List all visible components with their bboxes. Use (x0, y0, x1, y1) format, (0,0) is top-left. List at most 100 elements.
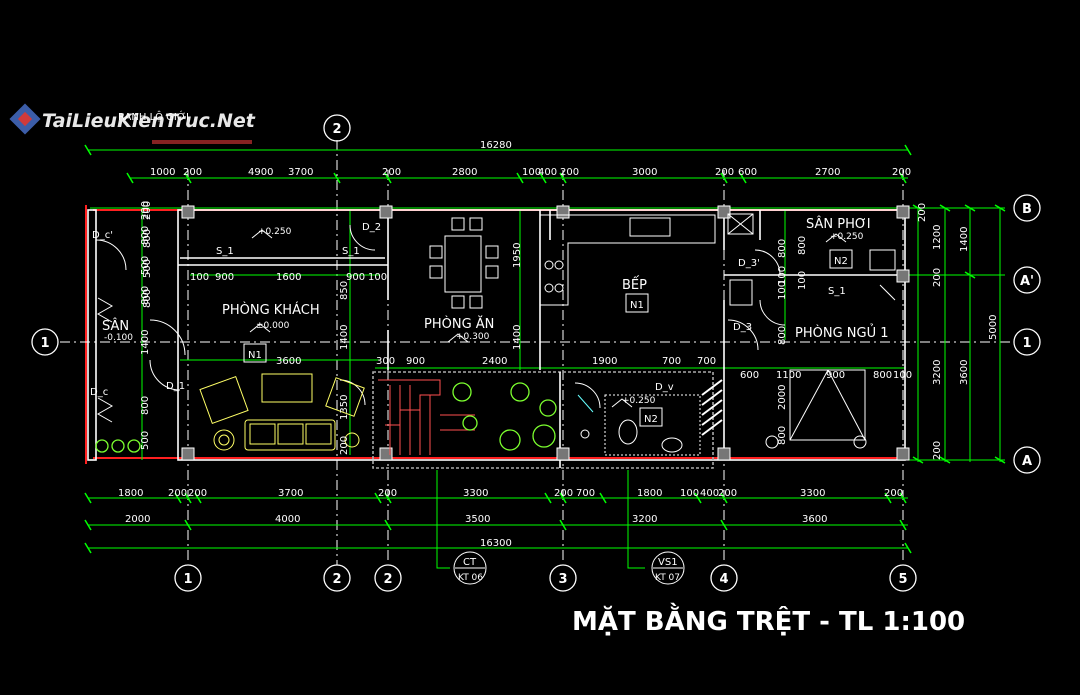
grid-col-bubble-2-circle (374, 564, 402, 592)
dim-inner-6: 900 (406, 356, 425, 367)
dim-col-11: 100 (777, 266, 788, 285)
dim-top-4: 200 (382, 167, 401, 178)
watermark-text: TaiLieuKienTruc.Net (42, 110, 256, 132)
dim-bottom1-5: 3300 (463, 488, 488, 499)
level-wc: +0.250 (622, 396, 656, 406)
dim-inner-0: 100 (190, 272, 209, 283)
grid-col-bubble-0: 1 (183, 572, 192, 587)
dim-inner-15: 100 (893, 370, 912, 381)
dim-inner-5: 300 (376, 356, 395, 367)
drawing-title: MẶT BẰNG TRỆT - TL 1:100 (572, 601, 965, 637)
watermark-underline (152, 140, 252, 144)
dim-left-4: 1400 (140, 330, 151, 355)
grid-row-bubble-3: 1 (40, 336, 49, 351)
section-mark-vs1-top: VS1 (658, 557, 678, 568)
room-label-dining: PHÒNG ĂN (424, 316, 494, 332)
dim-inner-8: 1900 (592, 356, 617, 367)
front-wall (87, 209, 97, 461)
dim-top-5: 2800 (452, 167, 477, 178)
dim-col-15: 100 (777, 281, 788, 300)
dim-col-10: 800 (777, 239, 788, 258)
section-mark-ct-bottom: KT 06 (458, 573, 483, 583)
bed (765, 249, 896, 449)
dim-bottom2-1: 4000 (275, 514, 300, 525)
dim-overall-bottom: 16300 (480, 538, 512, 549)
dim-top-3: 3700 (288, 167, 313, 178)
garden-plants (95, 382, 557, 453)
dim-right-5: 3200 (932, 360, 943, 385)
dim-right-0: 200 (917, 203, 928, 222)
dim-col-6: 1350 (339, 395, 350, 420)
section-mark-ct: CT KT 06 (453, 551, 487, 585)
level-yard: -0.100 (104, 333, 133, 343)
dim-inner-7: 2400 (482, 356, 507, 367)
dim-col-4: 850 (339, 281, 350, 300)
grid-row-bubble-0: B (1022, 202, 1032, 217)
grid-col-bubble-top: 2 (332, 122, 341, 137)
dim-bottom2-2: 3500 (465, 514, 490, 525)
dim-left-2: 500 (140, 256, 151, 275)
shaft-hatch (701, 379, 723, 436)
tag-s-1-a: S_1 (216, 246, 234, 257)
structural-columns (181, 205, 910, 461)
grid-row-bubble-4-circle (1013, 446, 1041, 474)
dim-bottom1-0: 1800 (118, 488, 143, 499)
dim-col-7: 200 (339, 436, 350, 455)
dining-table (429, 217, 499, 309)
dim-col-13: 2000 (777, 385, 788, 410)
tag-d-3-prime: D_3' (738, 258, 760, 269)
dim-bottom2-4: 3600 (802, 514, 827, 525)
floor-tag-n1-living: N1 (248, 350, 262, 361)
dim-col-2: 500 (142, 259, 153, 278)
grid-col-bubble-5: 5 (898, 572, 907, 587)
grid-row-bubble-3-circle (31, 328, 59, 356)
floor-tag-n2-wc: N2 (644, 414, 658, 425)
grid-row-bubble-0-circle (1013, 194, 1041, 222)
dim-overall-top: 16280 (480, 140, 512, 151)
dim-col-3: 800 (142, 289, 153, 308)
dim-inner-4: 100 (368, 272, 387, 283)
room-label-drying-yard: SÂN PHƠI (806, 216, 871, 232)
dim-bottom1-8: 1800 (637, 488, 662, 499)
dim-bottom1-10: 400 (700, 488, 719, 499)
dim-col-12: 800 (777, 326, 788, 345)
dim-top-9: 3000 (632, 167, 657, 178)
building-walls (87, 209, 906, 469)
dim-right-7: 1400 (959, 227, 970, 252)
dim-top-0: 1000 (150, 167, 175, 178)
dim-bottom2-3: 3200 (632, 514, 657, 525)
dim-bottom1-7: 700 (576, 488, 595, 499)
floor-tag-n1-kitchen: N1 (630, 300, 644, 311)
dim-col-5: 1400 (339, 325, 350, 350)
level-symbols (249, 229, 847, 408)
dim-inner-13: 900 (826, 370, 845, 381)
dim-inner-10: 700 (697, 356, 716, 367)
dim-left-0: 200 (140, 201, 151, 220)
outer-wall (177, 209, 906, 461)
dim-top-6: 100 (522, 167, 541, 178)
floor-tag-boxes (243, 249, 853, 427)
dim-inner-14: 800 (873, 370, 892, 381)
tag-s-1-c: S_1 (828, 286, 846, 297)
grid-col-bubble-3-circle (549, 564, 577, 592)
tag-d-v: D_v (655, 382, 674, 393)
living-furniture (199, 373, 365, 451)
level-living: ±0.000 (256, 321, 290, 331)
dim-right-4: 100 (797, 271, 808, 290)
dim-right-1: 1200 (932, 225, 943, 250)
grid-col-bubble-1: 2 (332, 572, 341, 587)
dim-bottom1-9: 100 (680, 488, 699, 499)
dim-top-13: 200 (892, 167, 911, 178)
dim-left-3: 800 (140, 286, 151, 305)
dim-left-1: 800 (140, 226, 151, 245)
tag-d-c-top: D_c' (92, 230, 113, 241)
dim-bottom1-12: 3300 (800, 488, 825, 499)
dim-top-12: 2700 (815, 167, 840, 178)
dim-col-1: 800 (142, 229, 153, 248)
dim-inner-3: 900 (346, 272, 365, 283)
grid-col-bubble-1-circle (323, 564, 351, 592)
tag-d-c: D_c (90, 387, 108, 398)
dim-left-5: 800 (140, 396, 151, 415)
dim-bottom1-13: 200 (884, 488, 903, 499)
